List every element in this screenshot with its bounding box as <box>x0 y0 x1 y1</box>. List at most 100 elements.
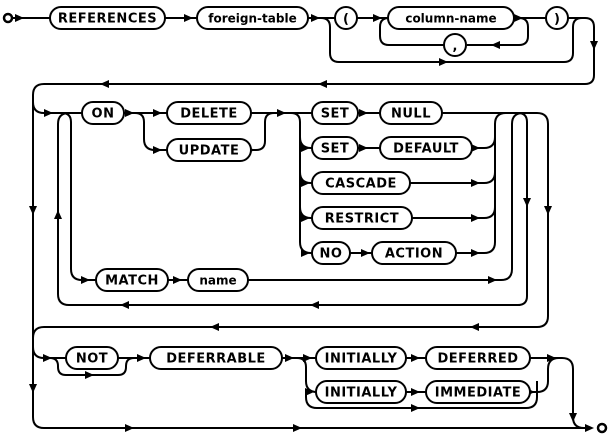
node-null: NULL <box>379 101 443 125</box>
keyword-bubble <box>311 241 351 265</box>
arrowhead-icon <box>301 144 310 152</box>
node-restrict: RESTRICT <box>311 206 413 230</box>
node-rparen: ) <box>545 6 569 30</box>
keyword-bubble <box>166 138 252 162</box>
node-label-set-1: SET <box>321 107 350 122</box>
keyword-bubble <box>149 346 283 370</box>
punctuation-bubble <box>334 6 358 30</box>
node-label-initially-1: INITIALLY <box>325 352 398 367</box>
node-not: NOT <box>65 346 119 370</box>
arrowhead-icon <box>471 249 480 257</box>
end-terminal-icon <box>596 422 608 434</box>
node-label-default: DEFAULT <box>393 142 459 157</box>
keyword-bubble <box>311 206 413 230</box>
node-set-2: SET <box>311 136 359 160</box>
keyword-bubble <box>371 241 457 265</box>
node-set-1: SET <box>311 101 359 125</box>
arrowhead-icon <box>311 14 320 22</box>
wire <box>296 357 318 393</box>
node-label-name: name <box>199 274 236 288</box>
arrowhead-icon <box>303 354 312 362</box>
arrowhead-icon <box>471 179 480 187</box>
node-label-no: NO <box>320 247 343 262</box>
arrowhead-icon <box>210 323 219 331</box>
arrowhead-icon <box>29 384 37 393</box>
keyword-bubble <box>49 6 166 30</box>
nonterminal-bubble <box>196 6 309 30</box>
arrowhead-icon <box>44 109 53 117</box>
node-no: NO <box>311 241 351 265</box>
arrowhead-icon <box>514 14 523 22</box>
arrowhead-icon <box>373 14 382 22</box>
wire <box>494 112 507 242</box>
wire <box>456 241 496 254</box>
node-on: ON <box>81 101 125 125</box>
wire <box>530 357 560 393</box>
arrowhead-icon <box>471 214 480 222</box>
keyword-bubble <box>166 101 252 125</box>
arrowhead-icon <box>277 109 286 117</box>
punctuation-bubble <box>443 33 467 57</box>
node-label-lparen: ( <box>343 12 349 27</box>
arrowhead-icon <box>470 323 479 331</box>
wire <box>320 17 583 63</box>
node-update: UPDATE <box>166 138 252 162</box>
arrowhead-icon <box>301 249 310 257</box>
arrowhead-icon <box>43 354 52 362</box>
node-label-delete: DELETE <box>180 107 238 122</box>
arrowhead-icon <box>301 214 310 222</box>
arrowhead-icon <box>125 424 134 432</box>
node-delete: DELETE <box>166 101 252 125</box>
node-label-on: ON <box>92 107 115 122</box>
node-label-action: ACTION <box>385 247 443 262</box>
keyword-bubble <box>425 380 531 404</box>
node-label-restrict: RESTRICT <box>325 212 399 227</box>
arrowhead-icon <box>54 210 62 219</box>
arrowhead-icon <box>439 58 448 66</box>
node-foreign-table: foreign-table <box>196 6 309 30</box>
wire <box>305 381 538 409</box>
node-deferred: DEFERRED <box>425 346 531 370</box>
arrowhead-icon <box>361 249 370 257</box>
arrowhead-icon <box>411 354 420 362</box>
arrowhead-icon <box>153 146 162 154</box>
node-label-null: NULL <box>391 107 431 122</box>
arrowhead-icon <box>544 206 552 215</box>
node-label-cascade: CASCADE <box>325 177 397 192</box>
node-label-initially-2: INITIALLY <box>325 386 398 401</box>
arrowhead-icon <box>491 41 500 49</box>
node-name: name <box>187 268 249 292</box>
node-references: REFERENCES <box>49 6 166 30</box>
node-label-deferred: DEFERRED <box>437 352 518 367</box>
arrowhead-icon <box>411 388 420 396</box>
keyword-bubble <box>379 101 443 125</box>
keyword-bubble <box>311 171 411 195</box>
arrowhead-icon <box>81 276 90 284</box>
arrowhead-icon <box>411 404 420 412</box>
arrowhead-icon <box>153 109 162 117</box>
arrowhead-icon <box>125 109 134 117</box>
node-label-references: REFERENCES <box>58 12 157 27</box>
wire <box>410 171 496 184</box>
wire <box>517 112 528 306</box>
node-column-name: column-name <box>387 6 515 30</box>
node-label-column-name: column-name <box>405 12 496 26</box>
nonterminal-bubble <box>187 268 249 292</box>
wire <box>57 112 520 306</box>
wire <box>32 17 595 429</box>
punctuation-bubble <box>545 6 569 30</box>
arrowhead-icon <box>590 41 598 50</box>
node-label-match: MATCH <box>105 274 159 289</box>
node-label-update: UPDATE <box>179 144 240 159</box>
node-match: MATCH <box>95 268 169 292</box>
node-label-deferrable: DEFERRABLE <box>166 352 266 367</box>
arrowhead-icon <box>301 179 310 187</box>
keyword-bubble <box>379 136 473 160</box>
node-label-comma: , <box>453 39 458 54</box>
arrowhead-icon <box>173 276 182 284</box>
node-label-set-2: SET <box>321 142 350 157</box>
node-comma: , <box>443 33 467 57</box>
wire <box>134 112 168 151</box>
wire <box>467 17 529 46</box>
keyword-bubble <box>311 136 359 160</box>
